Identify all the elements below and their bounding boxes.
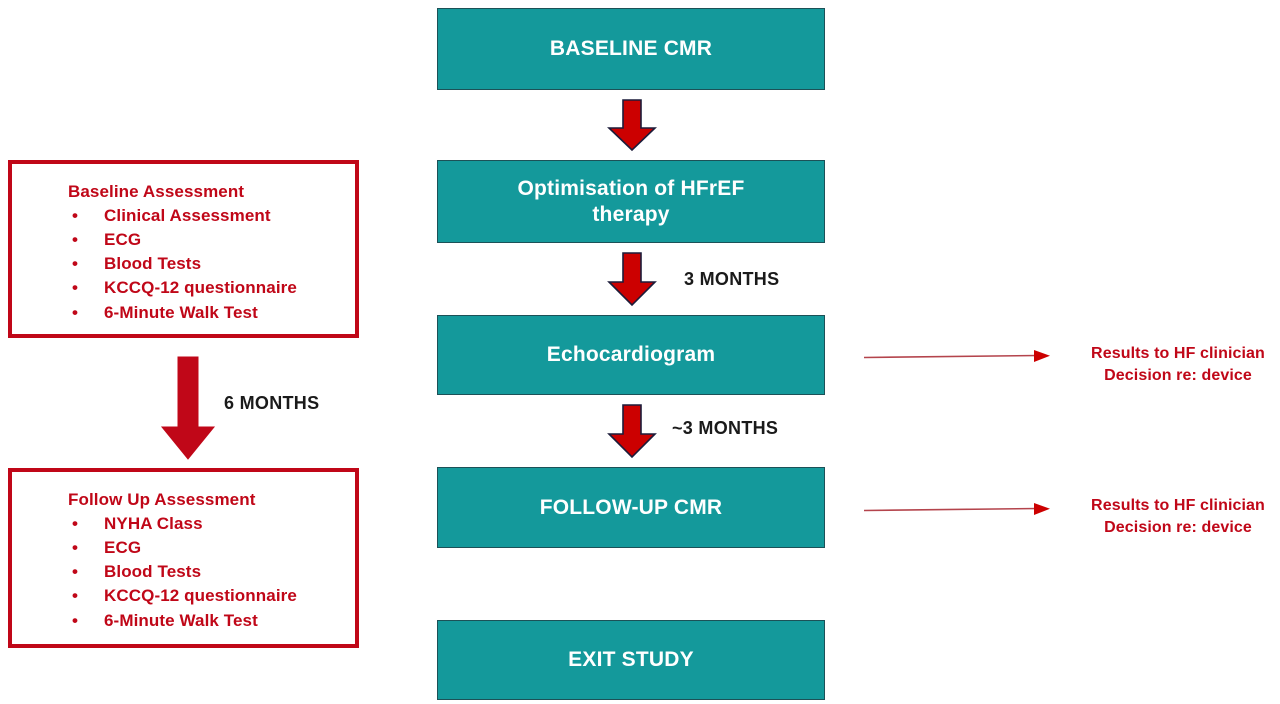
right-arrow-icon-follow-up-note (862, 497, 1052, 521)
list-item: • KCCQ-12 questionnaire (68, 584, 355, 608)
down-arrow-icon-baseline-to-optimisation (605, 98, 659, 152)
assessment-item-list: • Clinical Assessment • ECG • Blood Test… (12, 204, 355, 325)
list-item: • Clinical Assessment (68, 204, 355, 228)
assessment-box-title: Baseline Assessment (68, 182, 245, 201)
bullet-icon: • (72, 586, 79, 606)
list-item-label: ECG (104, 230, 142, 250)
list-item-label: Blood Tests (104, 254, 202, 274)
process-box-optimisation[interactable]: Optimisation of HFrEF therapy (437, 160, 825, 243)
process-box-echocardiogram[interactable]: Echocardiogram (437, 315, 825, 395)
list-item-label: NYHA Class (104, 514, 203, 533)
list-item: • KCCQ-12 questionnaire (68, 276, 355, 300)
list-item-label: Clinical Assessment (104, 206, 271, 225)
bullet-icon: • (72, 230, 79, 250)
list-item: • 6-Minute Walk Test (68, 301, 355, 325)
list-item: • Blood Tests (68, 560, 355, 584)
down-arrow-icon-echo-to-follow-up-cmr (605, 403, 659, 459)
assessment-box-baseline[interactable]: Baseline Assessment • Clinical Assessmen… (8, 160, 359, 338)
list-item: • 6-Minute Walk Test (68, 609, 355, 633)
bullet-icon: • (72, 562, 79, 582)
process-box-label: Optimisation of HFrEF therapy (517, 176, 745, 226)
process-box-exit-study[interactable]: EXIT STUDY (437, 620, 825, 700)
process-box-label: FOLLOW-UP CMR (539, 495, 723, 519)
bullet-icon: • (72, 302, 79, 322)
bullet-icon: • (72, 610, 79, 630)
list-item: • ECG (68, 228, 355, 252)
process-box-label: EXIT STUDY (568, 648, 694, 672)
list-item-label: 6-Minute Walk Test (104, 302, 258, 322)
bullet-icon: • (72, 538, 79, 558)
process-box-label: Echocardiogram (546, 343, 716, 367)
note-echo-results: Results to HF clinician Decision re: dev… (1091, 345, 1265, 385)
process-box-baseline-cmr[interactable]: BASELINE CMR (437, 8, 825, 90)
list-item-label: Blood Tests (104, 562, 202, 582)
interval-label-approx-3-months: ~3 MONTHS (672, 418, 779, 438)
down-arrow-icon-optimisation-to-echo (605, 251, 659, 307)
list-item-label: KCCQ-12 questionnaire (104, 586, 297, 606)
assessment-box-title: Follow Up Assessment (68, 490, 256, 509)
list-item: • ECG (68, 536, 355, 560)
bullet-icon: • (72, 278, 79, 298)
bullet-icon: • (72, 254, 79, 274)
interval-label-3-months: 3 MONTHS (684, 269, 780, 289)
process-box-label: BASELINE CMR (549, 37, 713, 61)
list-item-label: 6-Minute Walk Test (104, 610, 258, 630)
interval-label-6-months: 6 MONTHS (224, 393, 320, 413)
process-box-follow-up-cmr[interactable]: FOLLOW-UP CMR (437, 467, 825, 548)
down-arrow-icon-baseline-to-follow-up-assessment (157, 355, 219, 461)
list-item-label: KCCQ-12 questionnaire (104, 278, 297, 298)
list-item-label: ECG (104, 538, 142, 558)
note-follow-up-results: Results to HF clinician Decision re: dev… (1091, 497, 1265, 537)
assessment-item-list: • NYHA Class • ECG • Blood Tests • KCCQ-… (12, 512, 355, 633)
list-item: • NYHA Class (68, 512, 355, 536)
right-arrow-icon-echo-note (862, 344, 1052, 368)
bullet-icon: • (72, 206, 79, 225)
assessment-box-follow-up[interactable]: Follow Up Assessment • NYHA Class • ECG … (8, 468, 359, 648)
bullet-icon: • (72, 514, 79, 533)
list-item: • Blood Tests (68, 252, 355, 276)
